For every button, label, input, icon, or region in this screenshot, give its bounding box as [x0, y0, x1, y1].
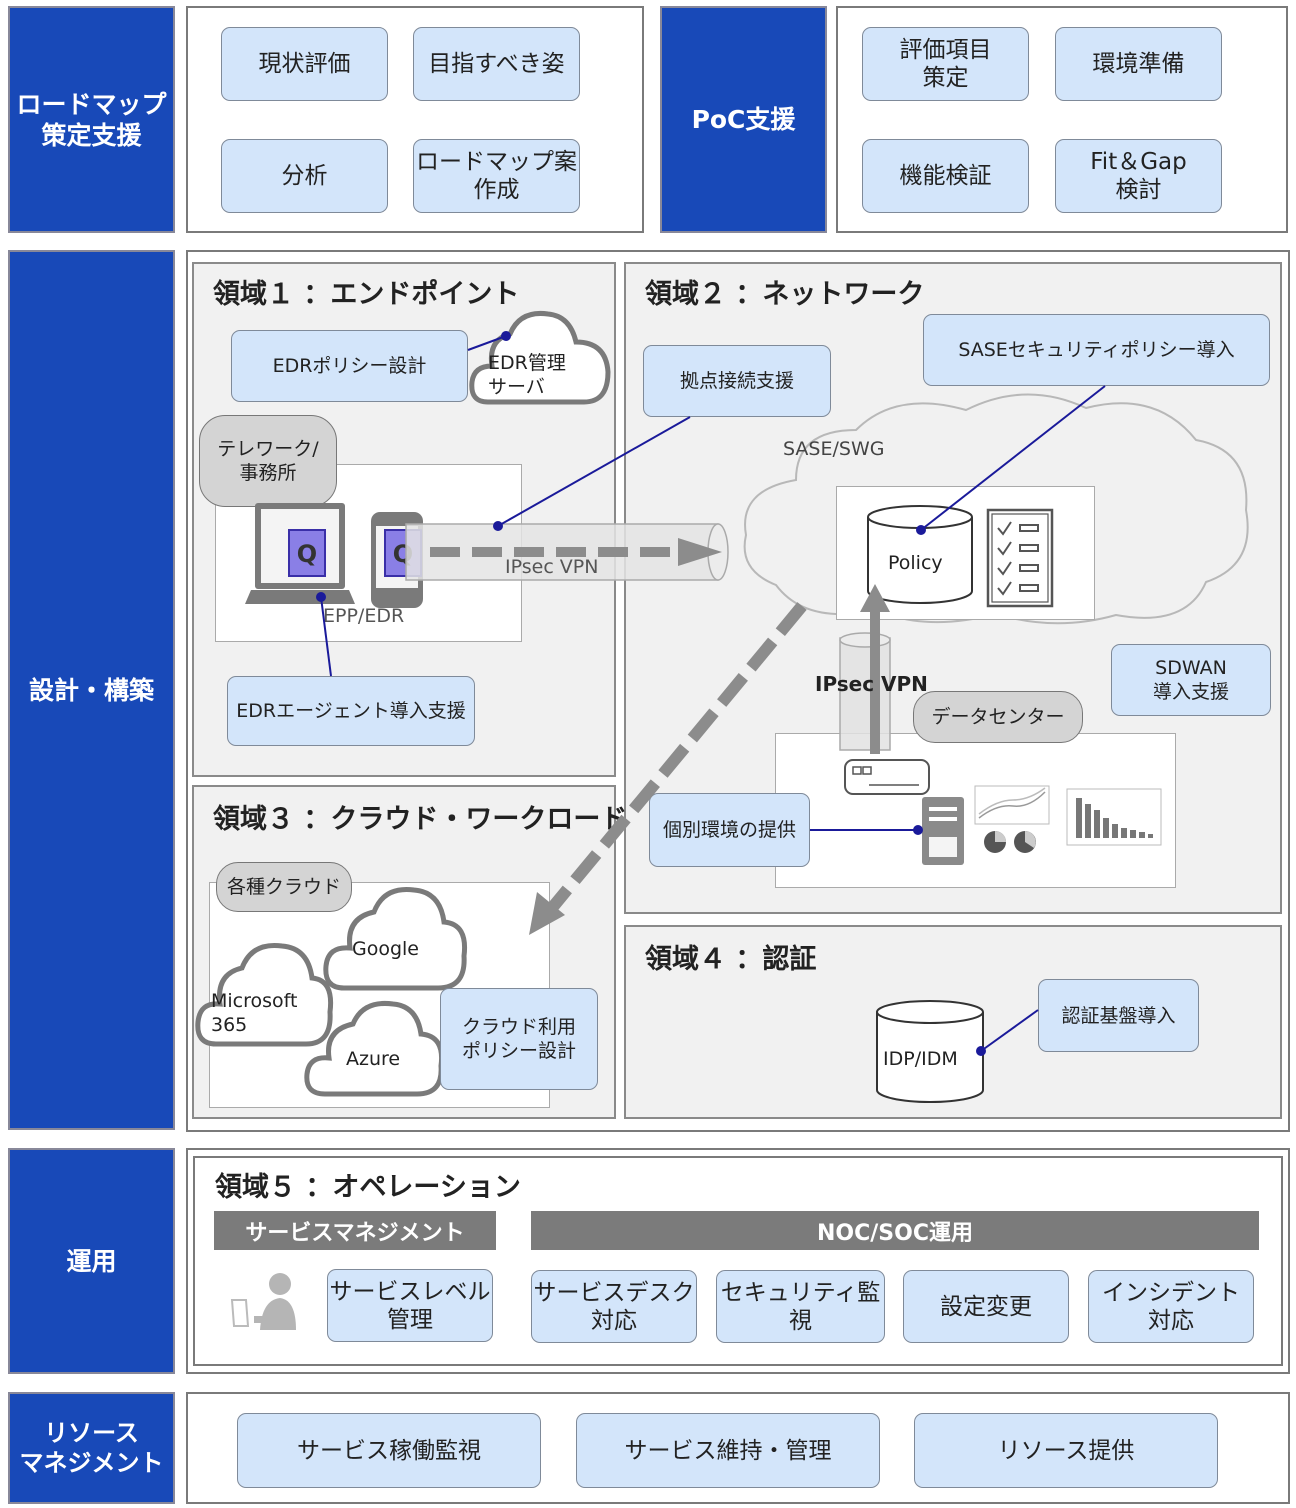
- epp-edr-label: EPP/EDR: [323, 605, 405, 627]
- design-label: 設計・構築: [8, 250, 175, 1130]
- incident-response-button[interactable]: インシデント 対応: [1088, 1270, 1254, 1343]
- area5-title: 領域５ ：オペレーション: [215, 1172, 521, 1203]
- area3-title: 領域３ ：クラウド・ワークロード: [213, 804, 628, 835]
- service-maintenance-button[interactable]: サービス維持・管理: [576, 1413, 880, 1488]
- roadmap-label: ロードマップ 策定支援: [8, 6, 175, 233]
- telework-office-label: テレワーク/ 事務所: [199, 415, 337, 507]
- service-level-button[interactable]: サービスレベル 管理: [327, 1269, 493, 1342]
- resource-management-label: リソース マネジメント: [8, 1392, 175, 1504]
- service-management-bar: サービスマネジメント: [214, 1211, 496, 1250]
- fit-gap-button[interactable]: Fit＆Gap 検討: [1055, 139, 1222, 213]
- operator-person-icon: [230, 1273, 296, 1330]
- area4-title: 領域４ ：認証: [645, 944, 817, 975]
- bar-chart-icon: [1066, 788, 1162, 846]
- google-cloud-icon: [323, 886, 468, 991]
- config-change-button[interactable]: 設定変更: [903, 1270, 1069, 1343]
- analysis-button[interactable]: 分析: [221, 139, 388, 213]
- ipsec-vpn-horizontal-tube: [405, 523, 729, 581]
- idp-database-icon: [876, 1000, 984, 1103]
- azure-label: Azure: [346, 1048, 401, 1070]
- idp-idm-label: IDP/IDM: [883, 1048, 958, 1070]
- cloud-usage-policy-button[interactable]: クラウド利用 ポリシー設計: [440, 988, 598, 1090]
- resource-provision-button[interactable]: リソース提供: [914, 1413, 1218, 1488]
- svg-text:Q: Q: [297, 540, 317, 568]
- security-monitoring-button[interactable]: セキュリティ監視: [716, 1270, 885, 1343]
- sase-swg-label: SASE/SWG: [783, 438, 885, 460]
- auth-base-button[interactable]: 認証基盤導入: [1038, 979, 1199, 1052]
- function-verification-button[interactable]: 機能検証: [862, 139, 1029, 213]
- google-label: Google: [352, 938, 420, 960]
- edr-agent-button[interactable]: EDRエージェント導入支援: [227, 676, 475, 746]
- service-uptime-button[interactable]: サービス稼働監視: [237, 1413, 541, 1488]
- roadmap-draft-button[interactable]: ロードマップ案 作成: [413, 139, 580, 213]
- operations-label: 運用: [8, 1148, 175, 1374]
- ipsec-vpn-endpoint-label: IPsec VPN: [505, 556, 599, 578]
- area1-title: 領域１ ：エンドポイント: [213, 279, 520, 310]
- edr-policy-button[interactable]: EDRポリシー設計: [231, 330, 468, 402]
- various-cloud-label: 各種クラウド: [216, 862, 352, 912]
- area2-title: 領域２ ：ネットワーク: [645, 279, 925, 310]
- sase-security-policy-button[interactable]: SASEセキュリティポリシー導入: [923, 314, 1270, 386]
- sdwan-button[interactable]: SDWAN 導入支援: [1111, 644, 1271, 716]
- ipsec-vpn-dc-label: IPsec VPN: [815, 672, 928, 696]
- evaluation-items-button[interactable]: 評価項目 策定: [862, 27, 1029, 101]
- upward-arrow: [860, 584, 890, 754]
- environment-prep-button[interactable]: 環境準備: [1055, 27, 1222, 101]
- router-icon: [844, 759, 930, 795]
- microsoft-label: Microsoft 365: [211, 990, 298, 1036]
- checklist-icon: [986, 508, 1054, 608]
- policy-label: Policy: [888, 552, 943, 574]
- noc-soc-bar: NOC/SOC運用: [531, 1211, 1259, 1250]
- poc-label: PoC支援: [660, 6, 827, 233]
- site-connection-button[interactable]: 拠点接続支援: [643, 345, 831, 417]
- current-assessment-button[interactable]: 現状評価: [221, 27, 388, 101]
- datacenter-label: データセンター: [913, 691, 1083, 743]
- target-state-button[interactable]: 目指すべき姿: [413, 27, 580, 101]
- analytics-chart-icon: [974, 785, 1050, 853]
- microsoft-cloud-icon: [195, 942, 334, 1047]
- individual-environment-button[interactable]: 個別環境の提供: [649, 793, 810, 867]
- server-icon: [922, 797, 964, 865]
- service-desk-button[interactable]: サービスデスク 対応: [531, 1270, 697, 1343]
- edr-server-label: EDR管理 サーバ: [488, 352, 566, 398]
